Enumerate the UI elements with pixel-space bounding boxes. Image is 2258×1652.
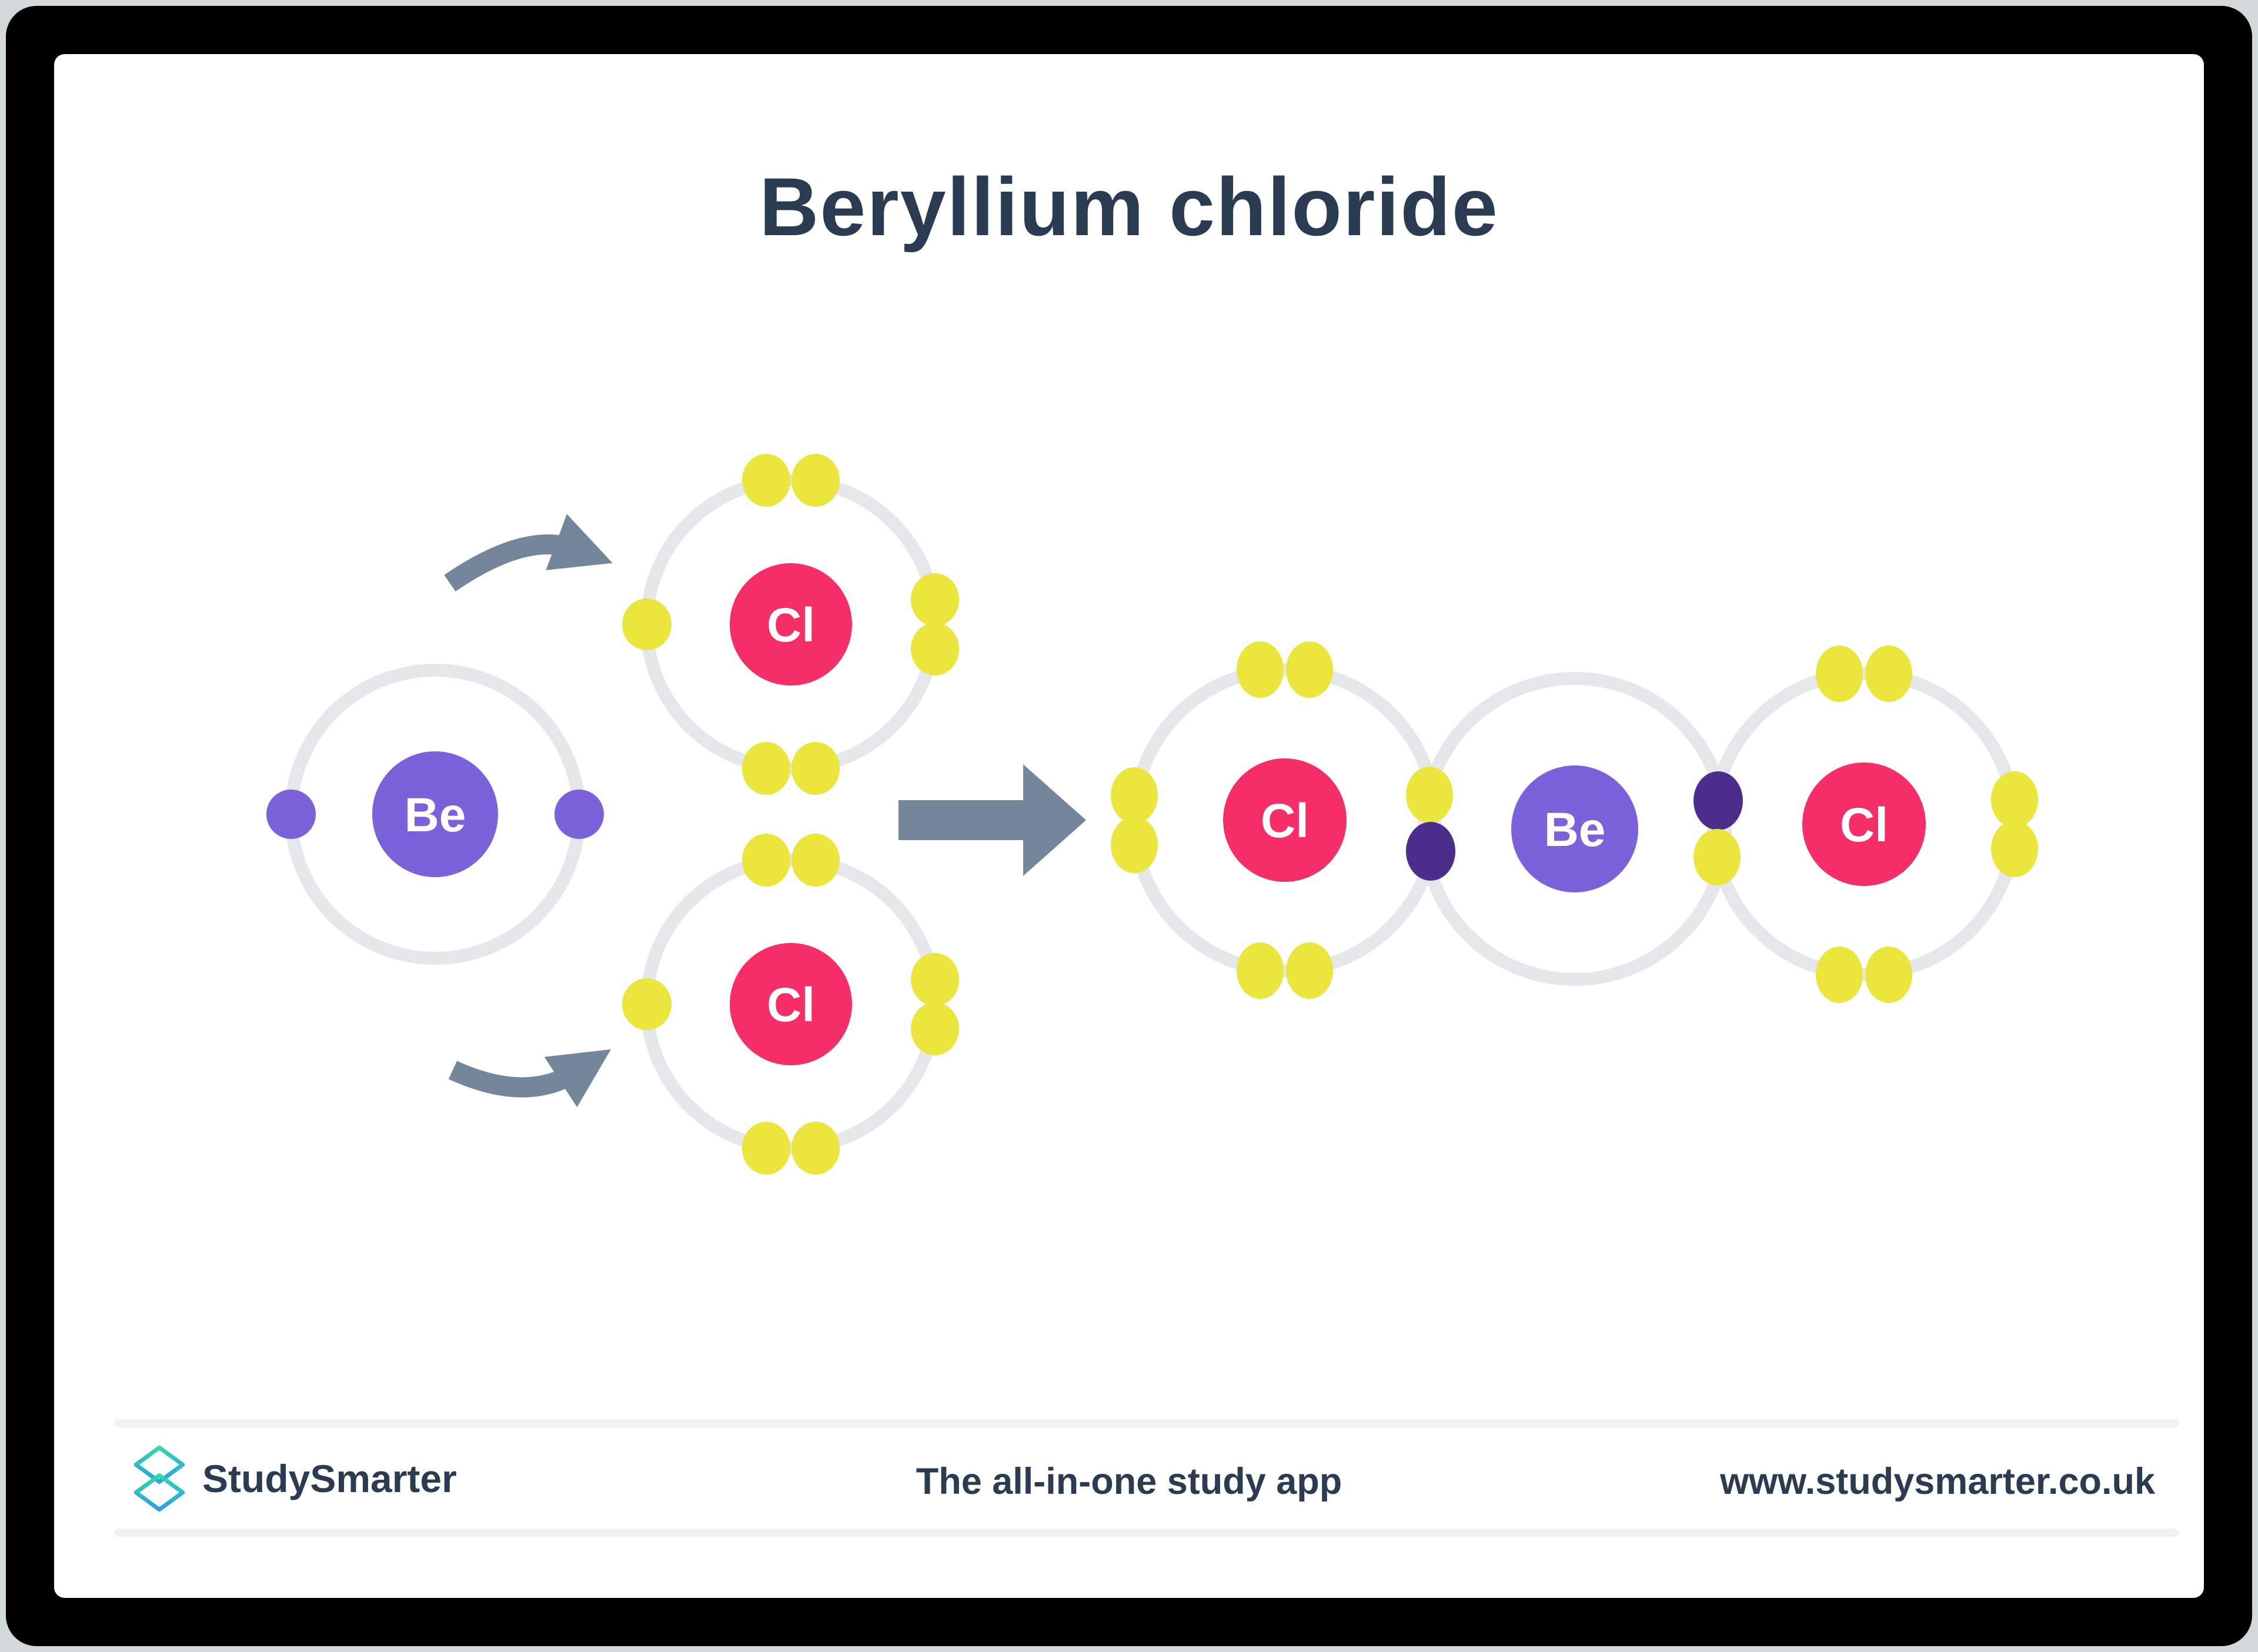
cl-electron: [1816, 947, 1863, 1003]
cl-electron: [791, 1122, 840, 1175]
cl-electron: [1286, 942, 1333, 999]
cl-nucleus: [730, 943, 852, 1065]
brand-name: StudySmarter: [202, 1457, 457, 1500]
cl-symbol: Cl: [1840, 798, 1888, 852]
be-nucleus: [1511, 765, 1638, 892]
footer-website-url: www.studysmarter.co.uk: [1720, 1461, 2155, 1502]
cl-electron: [1111, 817, 1158, 873]
cl-nucleus: [730, 563, 852, 685]
footer-divider-top: [115, 1419, 2179, 1427]
cl-electron: [791, 454, 840, 507]
cl-symbol: Cl: [767, 598, 815, 652]
cl-electron: [1237, 641, 1284, 698]
cl-electron: [1865, 646, 1912, 702]
curved-arrow-bottom: [448, 1049, 612, 1108]
cl-electron: [622, 978, 672, 1030]
cl-electron: [1991, 821, 2038, 877]
cl-electron: [622, 598, 672, 650]
cl-electron: [911, 623, 959, 675]
cl-electron: [1865, 947, 1912, 1003]
page-title: Beryllium chloride: [759, 160, 1499, 253]
footer-tagline: The all-in-one study app: [916, 1461, 1342, 1502]
studysmarter-logo-icon: [134, 1446, 185, 1511]
reactant-cl-top-atom: Cl: [622, 454, 959, 795]
cl-electron: [791, 742, 840, 795]
be-symbol: Be: [405, 788, 466, 842]
reaction-arrow: [898, 764, 1086, 876]
cl-nucleus: [1223, 758, 1347, 882]
cl-electron: [1991, 771, 2038, 828]
shared-be-electron: [1406, 822, 1455, 881]
be-electron: [266, 790, 316, 839]
reactant-cl-bottom-atom: Cl: [622, 834, 959, 1175]
cl-electron: [742, 742, 790, 795]
cl-symbol: Cl: [1261, 794, 1309, 848]
cl-electron: [742, 454, 790, 507]
cl-electron: [1286, 641, 1333, 698]
cl-electron: [911, 953, 959, 1006]
cl-electron: [742, 1122, 790, 1175]
cl-electron: [791, 834, 840, 887]
curved-arrow-top: [444, 514, 613, 592]
footer-divider-bottom: [115, 1529, 2179, 1537]
be-nucleus: [372, 751, 498, 877]
be-electron: [555, 790, 604, 839]
be-symbol: Be: [1544, 803, 1606, 857]
cl-nucleus: [1802, 763, 1926, 886]
cl-electron: [1111, 767, 1158, 824]
cl-electron: [911, 573, 959, 626]
shared-cl-electron: [1406, 767, 1453, 823]
cl-electron: [742, 834, 790, 887]
cl-electron: [1816, 646, 1863, 702]
cl-electron: [911, 1002, 959, 1055]
cl-electron: [1237, 942, 1284, 999]
shared-cl-electron: [1694, 829, 1741, 885]
product-becl2-molecule: Cl Be Cl: [1111, 641, 2038, 1003]
cl-symbol: Cl: [767, 978, 815, 1032]
shared-be-electron: [1694, 771, 1743, 830]
brand-lockup: StudySmarter: [134, 1442, 457, 1516]
reactant-be-atom: Be: [266, 664, 604, 965]
